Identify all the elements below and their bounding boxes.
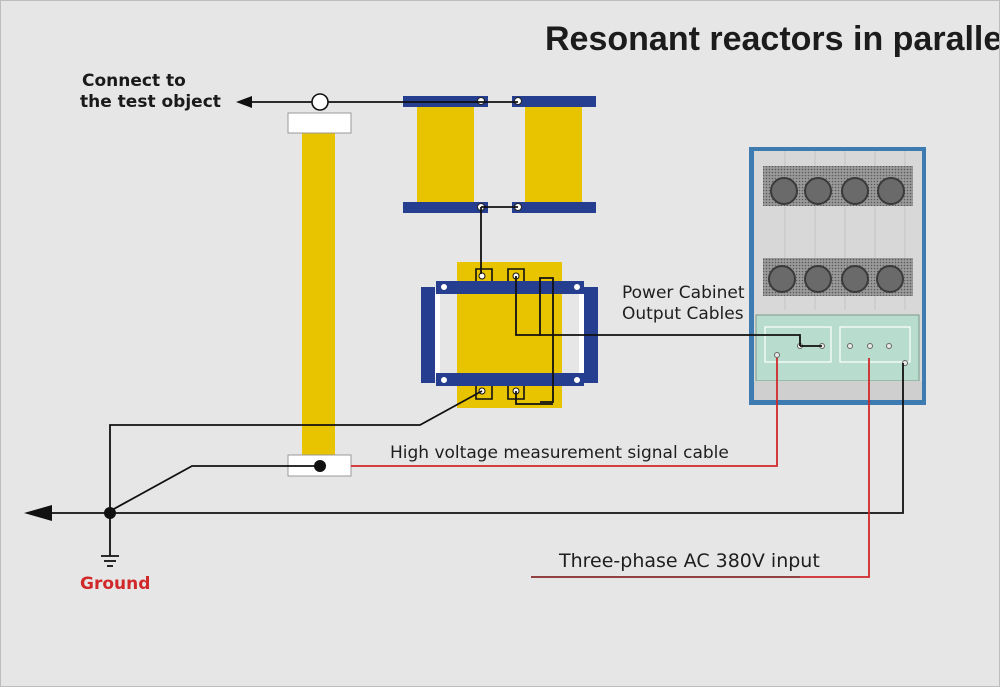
power-cabinet [749,147,926,405]
divider-top-cap [287,112,352,134]
cabinet-output-panel [755,314,920,382]
reactor-2 [512,96,596,213]
reactor-2-coil [525,107,582,202]
ground-arrow [24,505,52,521]
reactor-2-bottom-bar [512,202,596,213]
divider-column [302,133,335,457]
ground-bus [40,363,904,514]
reactor-1-terminal-top [477,97,485,105]
ground-junction [104,507,116,519]
power-cabinet-label-line2: Output Cables [622,304,744,324]
hv-signal-cable [351,358,778,467]
test-object-terminal [311,93,329,111]
cabinet-lower-fans [768,265,904,293]
reactor-2-terminal-top [514,97,522,105]
power-cabinet-label-line1: Power Cabinet [622,283,745,303]
transformer-winding-right [515,391,553,405]
transformer-left-plate [421,287,435,383]
transformer-terminal-dots [478,272,520,395]
cabinet-output-panel-inner-right [839,326,911,363]
transformer-bolts [440,283,581,384]
cabinet-upper-fans [770,177,905,205]
test-object-arrow [236,96,252,108]
hv-signal-label: High voltage measurement signal cable [390,443,729,463]
transformer-left-plate-inner [435,293,440,377]
cabinet-terminals [774,343,908,366]
reactor-2-top-bar [512,96,596,107]
transformer-ground-cable [109,390,483,512]
reactor-1-coil [417,107,474,202]
diagram-title: Resonant reactors in parallel [545,20,1000,58]
cabinet-base-shadow [754,381,922,400]
transformer-top-bar [436,281,584,294]
wiring [40,101,904,567]
power-cabinet-output-cable [540,334,801,346]
connect-label-line2: the test object [80,92,221,112]
cabinet-output-panel-inner-left [764,326,832,363]
transformer-winding-left [515,276,554,403]
three-phase-label: Three-phase AC 380V input [558,550,820,572]
divider-ground-cable [111,465,320,511]
connect-label-line1: Connect to [82,71,186,91]
ground-label: Ground [80,574,150,594]
reactor-1-bottom-bar [403,202,488,213]
transformer-bottom-bar [436,373,584,386]
